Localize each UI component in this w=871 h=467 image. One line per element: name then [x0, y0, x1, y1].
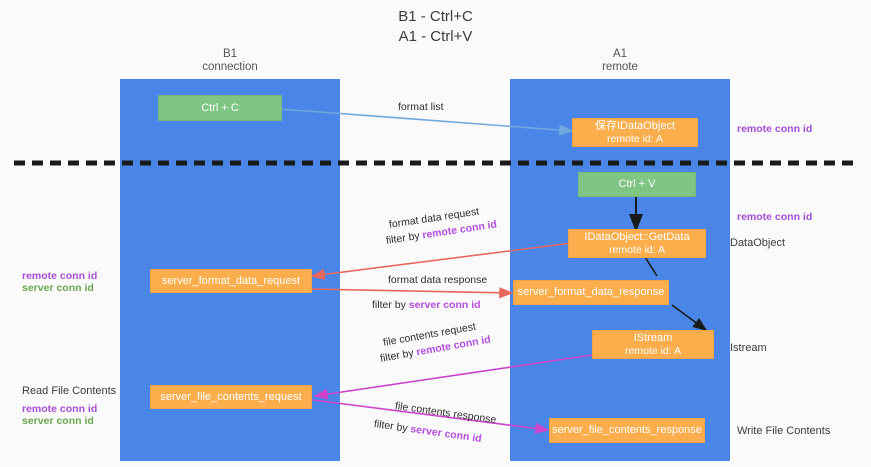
filter-prefix-4: filter by	[373, 417, 412, 435]
lane-a1-sub: remote	[602, 61, 638, 73]
arrow-label-format-list: format list	[398, 101, 444, 113]
box-server-format-data-request-label: server_format_data_request	[161, 274, 301, 287]
box-server-file-contents-response-label: server_file_contents_response	[552, 424, 702, 436]
arrow-label-format-data-response: format data response	[388, 274, 488, 286]
annotation-write-file-contents: Write File Contents	[737, 425, 831, 437]
box-save-idataobject-title: 保存IDataObject	[594, 119, 676, 132]
box-server-file-contents-response[interactable]: server_file_contents_response	[549, 418, 705, 443]
box-getdata-title: IDataObject::GetData	[584, 230, 690, 243]
lane-b1-name: B1	[222, 48, 238, 60]
arrow-format-data-response	[309, 287, 514, 299]
box-ctrl-c[interactable]: Ctrl + C	[158, 95, 282, 121]
box-server-format-data-request[interactable]: server_format_data_request	[150, 269, 312, 293]
annotation-read-file-contents: Read File Contents	[22, 385, 117, 397]
box-server-format-data-response[interactable]: server_format_data_response	[513, 280, 669, 305]
filter-prefix-2: filter by	[372, 299, 409, 311]
box-istream[interactable]: IStream remote id: A	[592, 330, 714, 359]
box-idataobject-getdata[interactable]: IDataObject::GetData remote id: A	[568, 229, 706, 258]
box-ctrl-c-label: Ctrl + C	[201, 101, 239, 114]
annotation-dataobject: DataObject	[730, 237, 786, 249]
annotation-left-remote-conn-id-2: remote conn id	[22, 403, 98, 415]
box-save-idataobject-remote-id: remote id: A	[606, 132, 664, 145]
box-server-file-contents-request[interactable]: server_file_contents_request	[150, 385, 312, 409]
diagram-title: B1 - Ctrl+C A1 - Ctrl+V	[0, 7, 871, 47]
title-line-2: A1 - Ctrl+V	[398, 28, 473, 45]
box-istream-title: IStream	[633, 331, 673, 344]
arrow-label-format-data-response-filter: filter by server conn id	[372, 298, 481, 312]
annotation-left-remote-conn-id: remote conn id	[22, 270, 98, 282]
box-server-file-contents-request-label: server_file_contents_request	[160, 390, 302, 403]
lane-a1-name: A1	[612, 48, 628, 60]
annotation-remote-conn-id-top: remote conn id	[737, 123, 813, 135]
box-ctrl-v-label: Ctrl + V	[618, 178, 656, 190]
lane-b1-sub: connection	[202, 61, 258, 73]
box-server-format-data-response-label: server_format_data_response	[517, 286, 665, 298]
box-ctrl-v[interactable]: Ctrl + V	[578, 172, 696, 197]
annotation-istream: Istream	[730, 342, 767, 354]
lane-header-a1: A1 remote	[510, 48, 730, 74]
annotation-left-server-conn-id-2: server conn id	[22, 415, 94, 427]
annotation-remote-conn-id-mid: remote conn id	[737, 211, 813, 223]
box-save-idataobject[interactable]: 保存IDataObject remote id: A	[572, 118, 698, 147]
filter-prefix-1: filter by	[385, 229, 424, 247]
lane-header-b1: B1 connection	[120, 48, 340, 74]
annotation-left-server-conn-id: server conn id	[22, 282, 94, 294]
filter-key-4: server conn id	[409, 423, 483, 445]
filter-key-2: server conn id	[408, 299, 481, 311]
box-getdata-remote-id: remote id: A	[608, 243, 666, 256]
box-istream-remote-id: remote id: A	[624, 344, 682, 357]
title-line-1: B1 - Ctrl+C	[398, 8, 473, 25]
